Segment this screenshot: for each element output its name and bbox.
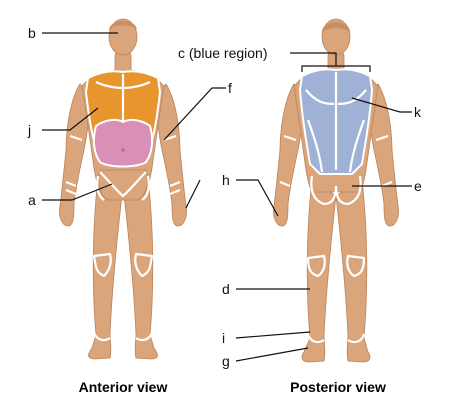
anterior-abdominal-region: [92, 118, 154, 168]
posterior-figure: [273, 18, 399, 363]
leader-lines: [42, 32, 412, 362]
label-i: i: [222, 330, 225, 346]
region-labels: b c (blue region) f k j h e a d i g: [27, 25, 422, 369]
label-g: g: [222, 353, 230, 369]
label-j: j: [27, 122, 31, 138]
anterior-figure: [59, 18, 187, 360]
leader-j: [42, 107, 99, 131]
leader-k: [351, 97, 412, 113]
label-e: e: [414, 178, 422, 194]
label-b: b: [28, 25, 36, 41]
leader-g: [235, 347, 309, 362]
leader-i: [235, 331, 311, 339]
label-a: a: [28, 192, 36, 208]
leader-h2: [236, 179, 279, 217]
posterior-view-caption: Posterior view: [290, 379, 386, 395]
anterior-view-caption: Anterior view: [79, 379, 168, 395]
label-k: k: [414, 104, 422, 120]
bracket-c: [301, 65, 371, 72]
label-c: c (blue region): [178, 45, 268, 61]
leader-h: [185, 179, 201, 209]
leader-a: [42, 183, 113, 201]
leader-c: [290, 52, 337, 66]
label-f: f: [228, 80, 232, 96]
label-h: h: [222, 172, 230, 188]
label-d: d: [222, 281, 230, 297]
leader-f: [163, 87, 226, 141]
view-captions: Anterior view Posterior view: [79, 379, 386, 395]
